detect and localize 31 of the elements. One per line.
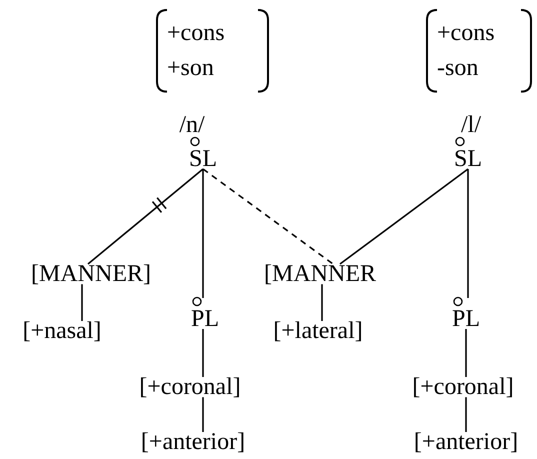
segment-label: /l/ — [461, 113, 481, 138]
association-line — [81, 284, 83, 321]
feature-label: [+nasal] — [22, 319, 102, 344]
feature-matrix — [155, 8, 270, 94]
segment-label: /n/ — [179, 113, 205, 138]
tier-label: SL — [454, 146, 482, 172]
association-line — [467, 169, 469, 298]
association-line — [88, 168, 204, 265]
feature-label: [MANNER] — [31, 262, 151, 288]
feature-label: [+coronal] — [139, 375, 241, 400]
feature-label: [+coronal] — [412, 375, 514, 400]
feature-label: [+anterior] — [414, 430, 518, 456]
association-line — [202, 168, 334, 265]
association-line — [202, 397, 204, 432]
association-line — [321, 284, 323, 321]
tier-label: PL — [191, 306, 219, 332]
tier-label: PL — [452, 306, 480, 332]
association-line — [465, 397, 467, 432]
feature-value: +son — [167, 54, 214, 83]
feature-label: [MANNER — [264, 262, 376, 288]
feature-label: [+anterior] — [140, 430, 246, 456]
feature-value: +cons — [167, 19, 225, 48]
feature-matrix — [425, 8, 533, 94]
association-line — [202, 329, 204, 377]
feature-value: +cons — [437, 19, 495, 48]
association-line — [465, 329, 467, 377]
association-line — [202, 169, 204, 298]
association-line — [340, 168, 468, 265]
tier-label: SL — [189, 146, 217, 172]
feature-value: -son — [437, 54, 478, 83]
feature-label: [+lateral] — [273, 319, 363, 344]
